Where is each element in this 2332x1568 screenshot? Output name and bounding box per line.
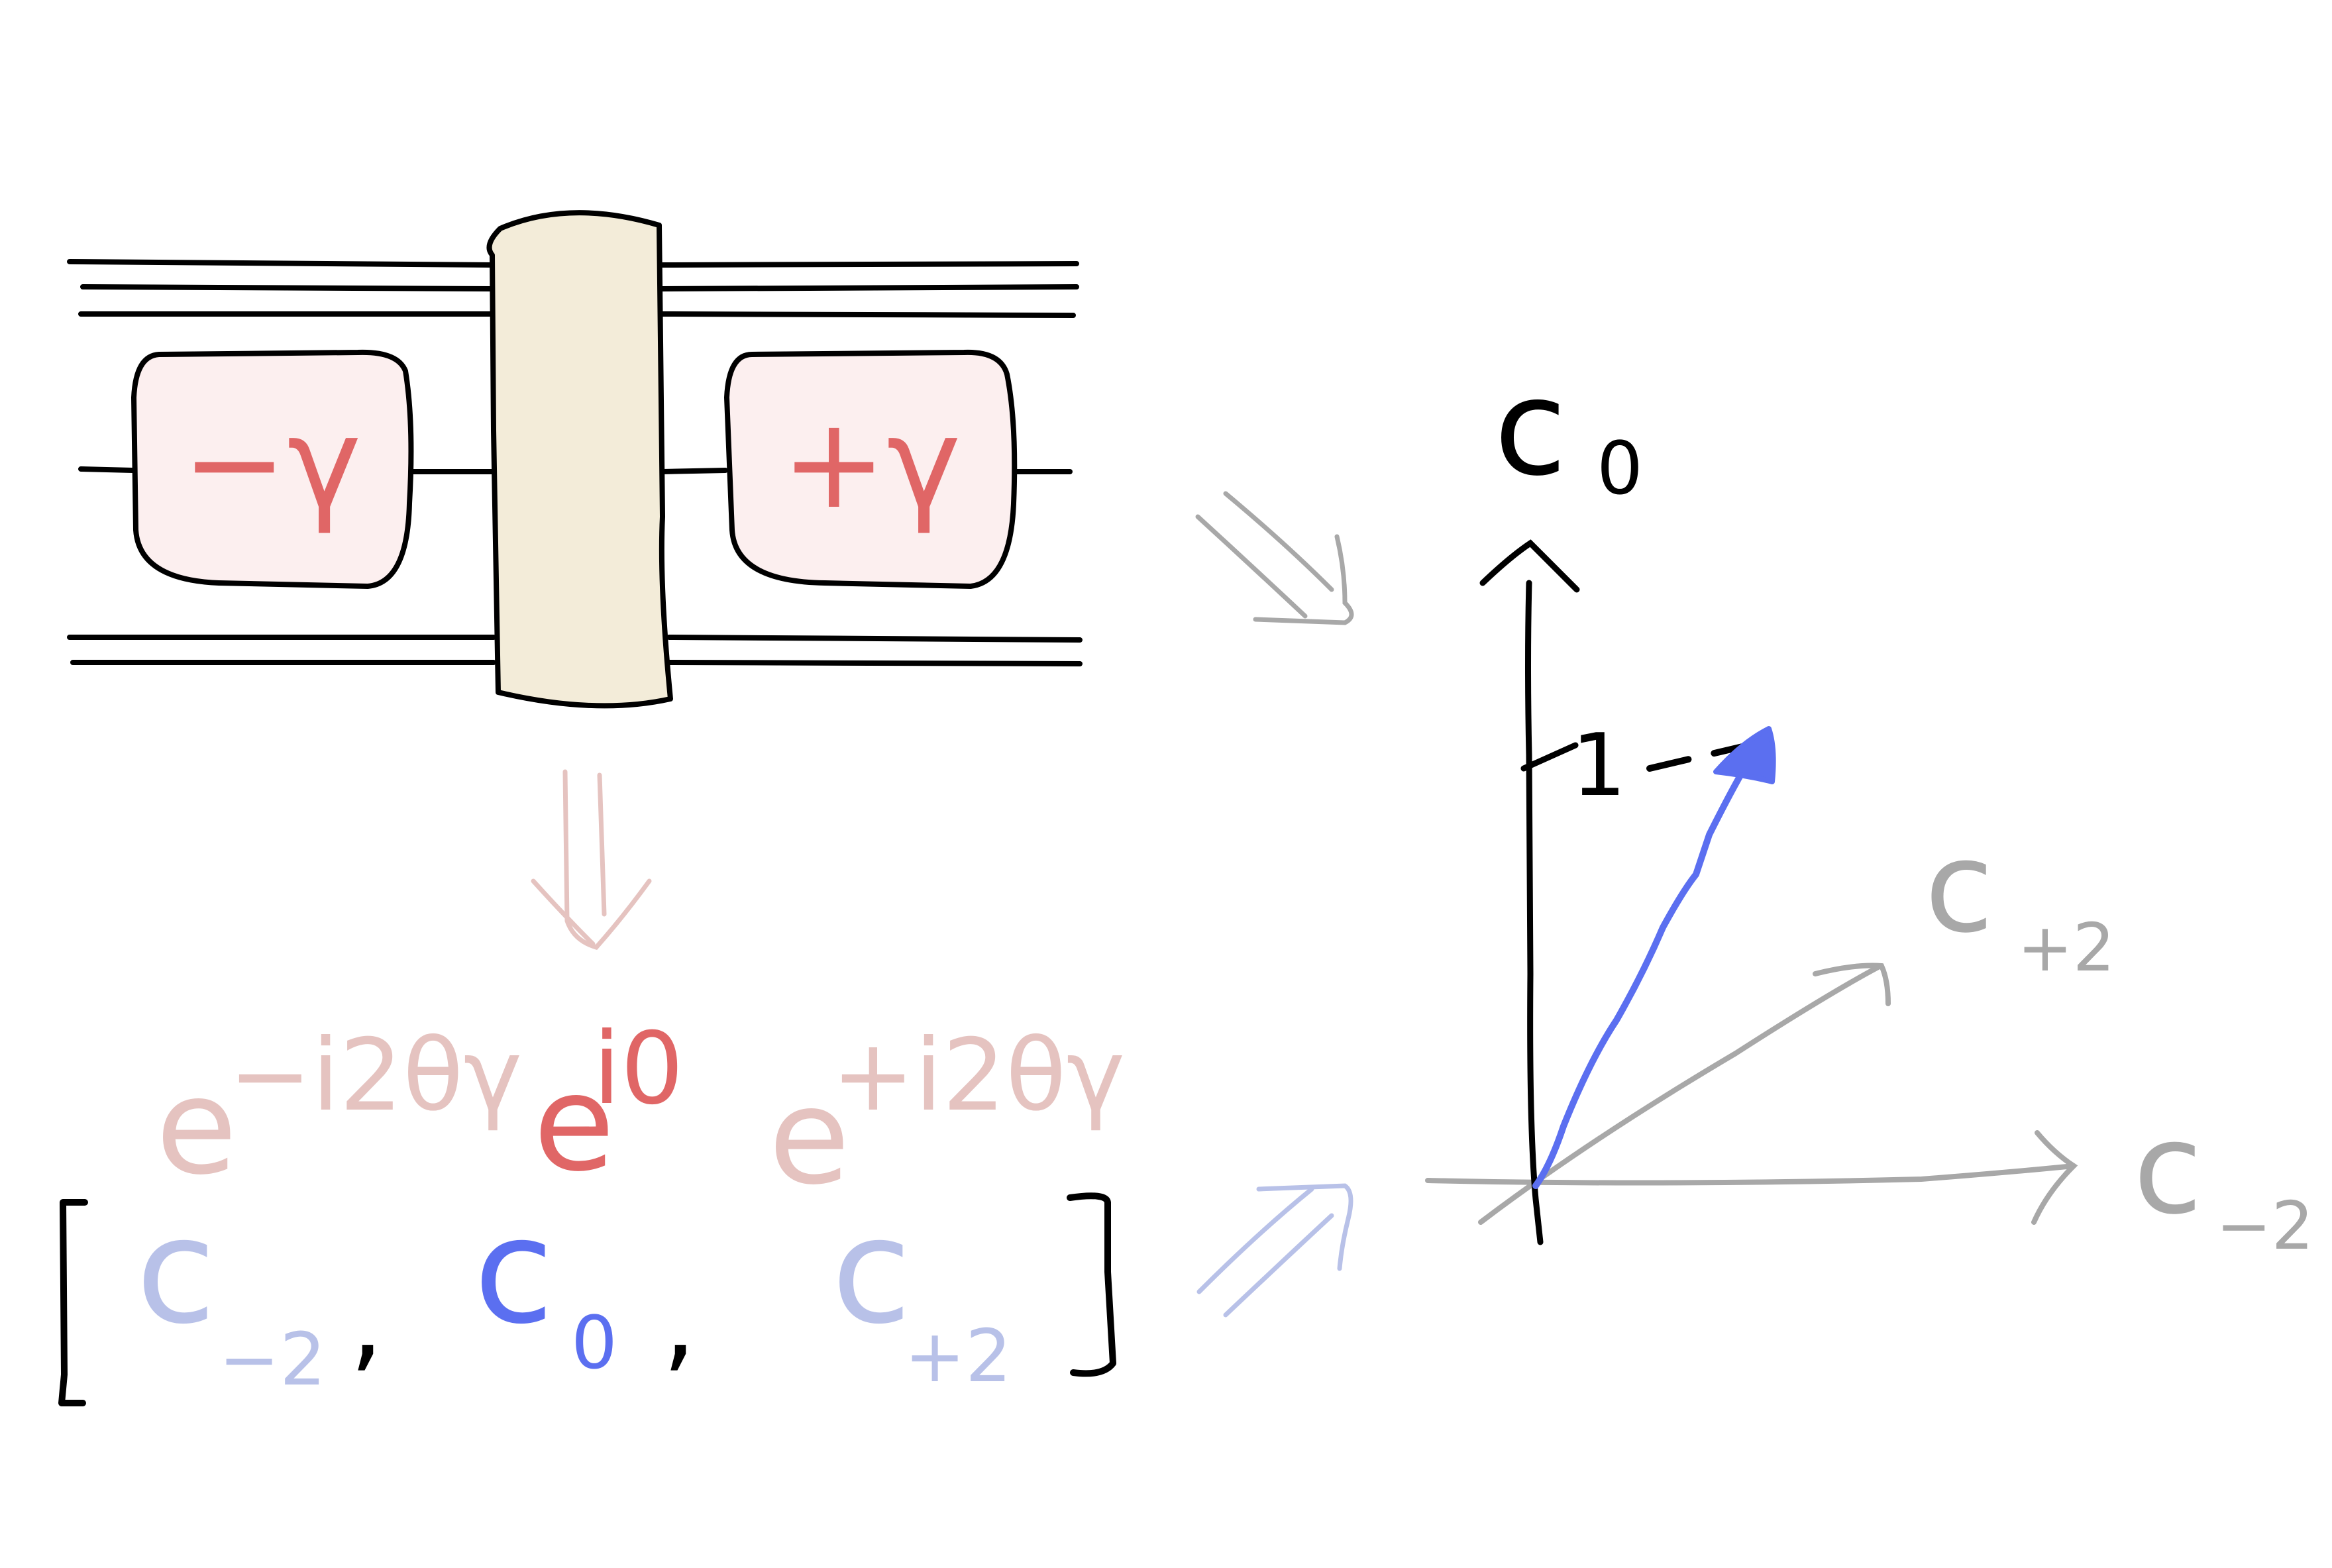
wire-top-1	[67, 259, 1079, 268]
axis-label-cplus: c	[1925, 814, 1993, 961]
axis-c-plus-head	[1813, 963, 1891, 1006]
state-vector-shaft	[1532, 752, 1756, 1189]
axis-label-cminus-sub: −2	[2216, 1187, 2313, 1265]
state-vector-head	[1713, 726, 1776, 784]
open-bracket	[58, 1199, 88, 1406]
axis-c-minus-head	[2031, 1130, 2078, 1225]
wire-top-2	[80, 284, 1079, 291]
axis-tick-1	[1520, 742, 1579, 772]
coefficient-vector: c −2 , c 0 , c +2	[58, 1186, 1116, 1406]
axis-label-cminus: c	[2133, 1096, 2202, 1242]
phase-zero-base: e	[533, 1047, 615, 1201]
axis-c-zero	[1525, 580, 1544, 1245]
circuit-wires	[67, 259, 1083, 666]
phase-zero: e i0	[533, 1012, 684, 1201]
gate-plus-gamma: +γ	[723, 349, 1018, 590]
gate-box-right	[723, 349, 1018, 590]
comma-2: ,	[662, 1259, 696, 1383]
arrow-to-plot-bottom	[1196, 1183, 1353, 1318]
down-arrow	[531, 769, 652, 950]
phase-plus-exponent: +i2θγ	[831, 1018, 1125, 1133]
coef-minus-sub: −2	[219, 1317, 326, 1402]
gate-box-left	[131, 349, 414, 590]
coef-minus: c	[136, 1186, 216, 1356]
wire-mid-left	[78, 466, 496, 474]
gate-minus-gamma: −γ	[131, 349, 414, 590]
coef-zero-sub: 0	[571, 1300, 617, 1385]
gate-left-label: −γ	[182, 390, 362, 537]
coef-zero: c	[474, 1186, 554, 1356]
tick-label: 1	[1571, 715, 1626, 815]
phase-zero-exponent: i0	[593, 1012, 684, 1127]
gate-right-label: +γ	[781, 390, 961, 537]
entangling-barrier	[486, 210, 673, 709]
phase-plus-base: e	[768, 1060, 850, 1214]
wire-bottom-1	[67, 635, 1083, 643]
arrow-to-plot-top	[1195, 491, 1354, 625]
wire-bottom-2	[70, 660, 1083, 666]
close-bracket	[1067, 1192, 1116, 1377]
wire-top-3	[78, 311, 1076, 318]
axis-c-minus	[1425, 1163, 2076, 1186]
state-vector	[1532, 726, 1776, 1189]
axis-label-cplus-sub: +2	[2017, 909, 2115, 986]
axis-c-zero-head	[1479, 539, 1580, 593]
phase-minus: e −i2θγ	[156, 1018, 522, 1204]
phase-minus-exponent: −i2θγ	[229, 1018, 522, 1133]
coef-plus: c	[831, 1186, 912, 1356]
axis-label-c0: c	[1494, 351, 1567, 505]
phase-plus: e +i2θγ	[768, 1018, 1125, 1214]
coef-plus-sub: +2	[904, 1314, 1012, 1398]
phase-minus-base: e	[156, 1050, 237, 1204]
axis-label-c0-sub: 0	[1597, 426, 1643, 511]
axes: 1 c 0 c +2 c −2	[1425, 351, 2313, 1265]
comma-1: ,	[350, 1259, 384, 1383]
barrier-body	[486, 210, 673, 709]
wire-mid-right	[660, 468, 1073, 474]
